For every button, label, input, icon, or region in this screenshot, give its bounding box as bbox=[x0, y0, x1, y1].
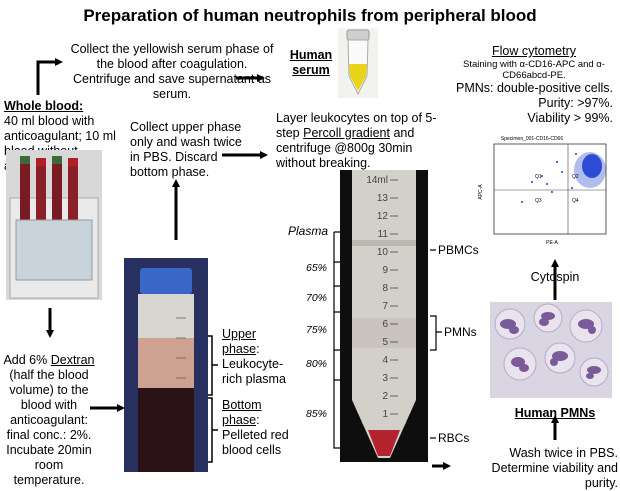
flow-purity: Purity: >97%. bbox=[538, 96, 613, 110]
quadrant-q3: Q3 bbox=[535, 198, 542, 204]
percoll-step: Layer leukocytes on top of 5-step Percol… bbox=[276, 111, 448, 171]
flow-plot-title: Specimen_001-CD16-CD66 bbox=[501, 136, 563, 142]
bottom-phase-text: Pelleted red blood cells bbox=[222, 428, 289, 457]
percoll-text-after: and centrifuge @800g 30min without break… bbox=[276, 126, 415, 170]
fraction-label-pmns: PMNs bbox=[444, 325, 477, 339]
flow-y-axis-label: APC-A bbox=[478, 184, 484, 200]
whole-blood-photo bbox=[6, 150, 102, 300]
pmn-micrograph bbox=[490, 302, 612, 398]
percoll-tube-photo: 14ml 13 12 11 10 9 8 7 6 5 4 3 2 1 bbox=[340, 170, 428, 462]
gradient-label-75: 75% bbox=[306, 324, 328, 336]
flow-pmns: PMNs: double-positive cells. bbox=[455, 81, 613, 95]
quadrant-q4: Q4 bbox=[572, 198, 579, 204]
gradient-label-70: 70% bbox=[306, 292, 328, 304]
serum-tube-photo bbox=[338, 28, 378, 98]
scale-10: 10 bbox=[377, 247, 389, 258]
scale-11: 11 bbox=[378, 229, 389, 240]
scale-5: 5 bbox=[382, 337, 388, 348]
quadrant-q1: Q1 bbox=[535, 174, 542, 180]
whole-blood-heading: Whole blood: bbox=[4, 99, 84, 113]
fraction-label-pbmcs: PBMCs bbox=[438, 243, 479, 257]
flow-viability: Viability > 99%. bbox=[527, 111, 613, 125]
scale-1: 1 bbox=[382, 409, 388, 420]
percoll-link: Percoll gradient bbox=[303, 126, 390, 140]
upper-phase-text: Leukocyte-rich plasma bbox=[222, 357, 286, 386]
scale-4: 4 bbox=[382, 355, 388, 366]
scale-13: 13 bbox=[377, 193, 389, 204]
scale-12: 12 bbox=[377, 211, 389, 222]
flow-scatter-points bbox=[521, 152, 606, 203]
upper-phase-step: Collect upper phase only and wash twice … bbox=[130, 120, 242, 179]
brace-upper-phase bbox=[208, 335, 218, 396]
tube-scale bbox=[390, 179, 398, 415]
rbc-pellet bbox=[368, 430, 400, 456]
flow-staining: Staining with α-CD16-APC and α-CD66abcd-… bbox=[463, 59, 605, 81]
upper-phase-heading: Upper phase bbox=[222, 327, 257, 356]
dextran-text-before: Add 6% bbox=[3, 353, 51, 367]
gradient-label-85: 85% bbox=[306, 408, 328, 420]
quadrant-q2: Q2 bbox=[572, 174, 579, 180]
falcon-tube-photo bbox=[124, 258, 208, 472]
flow-cytometry-block: Flow cytometry Staining with α-CD16-APC … bbox=[455, 44, 613, 126]
brace-bottom-phase bbox=[208, 397, 218, 463]
serum-fill bbox=[349, 64, 367, 91]
page-title: Preparation of human neutrophils from pe… bbox=[83, 6, 537, 25]
bottom-phase-heading: Bottom phase bbox=[222, 398, 262, 427]
scale-8: 8 bbox=[382, 283, 388, 294]
scale-14ml: 14ml bbox=[366, 175, 388, 186]
scale-3: 3 bbox=[382, 373, 388, 384]
percoll-text-before: Layer leukocytes on top of 5-step bbox=[276, 111, 437, 140]
wash-step: Wash twice in PBS. Determine viability a… bbox=[491, 446, 618, 490]
scale-2: 2 bbox=[382, 391, 388, 402]
human-serum-label: Human serum bbox=[289, 48, 333, 77]
scale-6: 6 bbox=[382, 319, 388, 330]
human-pmns-label: Human PMNs bbox=[514, 406, 596, 420]
upper-phase-label: Upper phase: Leukocyte-rich plasma bbox=[222, 327, 286, 386]
bottom-phase-label: Bottom phase: Pelleted red blood cells bbox=[222, 398, 289, 457]
cytospin-label: Cytospin bbox=[530, 270, 580, 284]
dextran-link: Dextran bbox=[50, 353, 95, 367]
flow-arrows bbox=[36, 58, 559, 470]
gradient-label-80: 80% bbox=[306, 358, 328, 370]
flow-heading: Flow cytometry bbox=[491, 44, 577, 58]
dextran-step: Add 6% Dextran (half the blood volume) t… bbox=[2, 353, 96, 488]
serum-step-text: Collect the yellowish serum phase of the… bbox=[70, 42, 274, 101]
pbmc-band bbox=[352, 240, 416, 246]
arrow-blood-to-serum bbox=[36, 58, 63, 95]
scale-7: 7 bbox=[382, 301, 388, 312]
fraction-label-rbcs: RBCs bbox=[438, 431, 470, 445]
upper-phase-fill bbox=[138, 338, 194, 388]
gradient-label-65: 65% bbox=[306, 262, 328, 274]
pmn-band bbox=[352, 318, 416, 348]
gradient-label-plasma: Plasma bbox=[288, 224, 329, 238]
dextran-text-after: (half the blood volume) to the blood wit… bbox=[6, 368, 92, 487]
bottom-phase-fill bbox=[138, 388, 194, 472]
scale-9: 9 bbox=[382, 265, 388, 276]
flow-x-axis-label: PE-A bbox=[546, 240, 558, 246]
flow-cytometry-plot: Specimen_001-CD16-CD66 Q1 Q2 Q3 Q4 PE-A … bbox=[472, 132, 612, 250]
